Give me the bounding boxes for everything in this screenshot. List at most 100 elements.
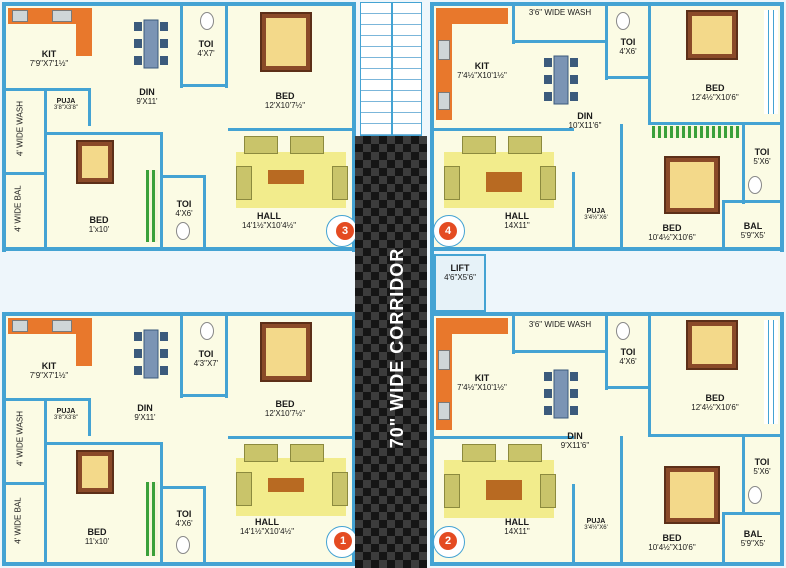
unit-2-wall <box>722 512 782 515</box>
unit-2-wall <box>620 436 623 562</box>
unit-1-wall <box>44 442 162 445</box>
unit-2-dining-table <box>544 369 578 419</box>
unit-4-wash-label: 3'6" WIDE WASH <box>528 8 592 17</box>
unit-4-bed-1 <box>686 10 738 60</box>
unit-4-toilet-seat <box>616 12 630 30</box>
unit-3-wall <box>88 88 91 126</box>
staircase <box>360 2 422 136</box>
unit-4-wall <box>608 76 648 79</box>
unit-1-outer-left <box>2 312 6 566</box>
unit-3-outer-top <box>2 2 356 6</box>
unit-2-wardrobe <box>764 320 778 424</box>
unit-4-wall <box>605 4 608 80</box>
unit-3-planter <box>146 170 158 242</box>
unit-1-kitchen-counter <box>76 318 92 366</box>
unit-3-wall <box>228 128 354 131</box>
unit-3-sink <box>52 10 72 22</box>
unit-1-toilet-seat <box>176 536 190 554</box>
unit-2-wall <box>512 314 515 354</box>
corridor-label: 70" WIDE CORRIDOR <box>387 247 407 449</box>
unit-1-bed-1 <box>260 322 312 382</box>
unit-3-wall <box>160 132 163 248</box>
unit-1-outer-right <box>352 312 356 566</box>
unit-4-sofa <box>462 136 496 154</box>
unit-1-stove <box>12 320 28 332</box>
unit-4-sink <box>438 40 450 60</box>
unit-3-sofa <box>236 166 252 200</box>
unit-2-wall <box>515 350 607 353</box>
unit-4-wall <box>742 124 745 204</box>
unit-2-wall <box>605 314 608 390</box>
unit-1-wall <box>228 436 354 439</box>
unit-3-bed-2 <box>76 140 114 184</box>
unit-1-outer-top <box>2 312 356 316</box>
lift-shaft <box>434 254 486 312</box>
unit-1-sofa <box>332 472 348 506</box>
unit-3-sofa <box>290 136 324 154</box>
unit-4-wall <box>515 40 607 43</box>
unit-4-wall <box>620 124 623 248</box>
unit-3-wall <box>183 84 225 87</box>
unit-3-wall <box>4 172 44 175</box>
unit-3-sofa <box>332 166 348 200</box>
unit-1-outer-bottom <box>2 562 356 566</box>
corridor <box>355 136 427 568</box>
unit-4-dining-table <box>544 55 578 105</box>
unit-2-sofa <box>540 474 556 508</box>
unit-4-outer-bottom <box>430 247 784 251</box>
unit-4-wardrobe <box>764 10 778 114</box>
unit-3-wall <box>44 88 47 248</box>
unit-4-wall <box>648 122 782 125</box>
unit-3-stove <box>12 10 28 22</box>
unit-2-bed-1 <box>686 320 738 370</box>
unit-4-wall <box>722 200 782 203</box>
unit-3-outer-left <box>2 2 6 252</box>
unit-2-sofa <box>508 444 542 462</box>
unit-1-bal-label: 4' WIDE BAL <box>13 497 23 544</box>
unit-1-sofa <box>244 444 278 462</box>
unit-2-kitchen-counter <box>436 318 508 334</box>
unit-1-wall <box>88 398 91 436</box>
unit-1-toilet-seat <box>200 322 214 340</box>
unit-2-toilet-seat <box>748 486 762 504</box>
unit-1-number-badge: 1 <box>334 532 352 550</box>
unit-1-bed-2 <box>76 450 114 494</box>
unit-1-wall <box>46 398 90 401</box>
unit-2-wash-label: 3'6" WIDE WASH <box>528 320 592 329</box>
unit-2-wall <box>434 436 574 439</box>
unit-1-sink <box>52 320 72 332</box>
unit-3-wall <box>225 4 228 88</box>
unit-3-bed-1 <box>260 12 312 72</box>
unit-1-wall <box>4 398 44 401</box>
unit-4-planter <box>652 126 740 138</box>
unit-3-coffee-table <box>268 170 304 184</box>
unit-1-planter <box>146 482 158 556</box>
unit-2-bed-2 <box>664 466 720 524</box>
unit-1-wall <box>183 394 225 397</box>
unit-4-wall <box>572 172 575 248</box>
unit-4-sofa <box>540 166 556 200</box>
unit-2-sink <box>438 350 450 370</box>
